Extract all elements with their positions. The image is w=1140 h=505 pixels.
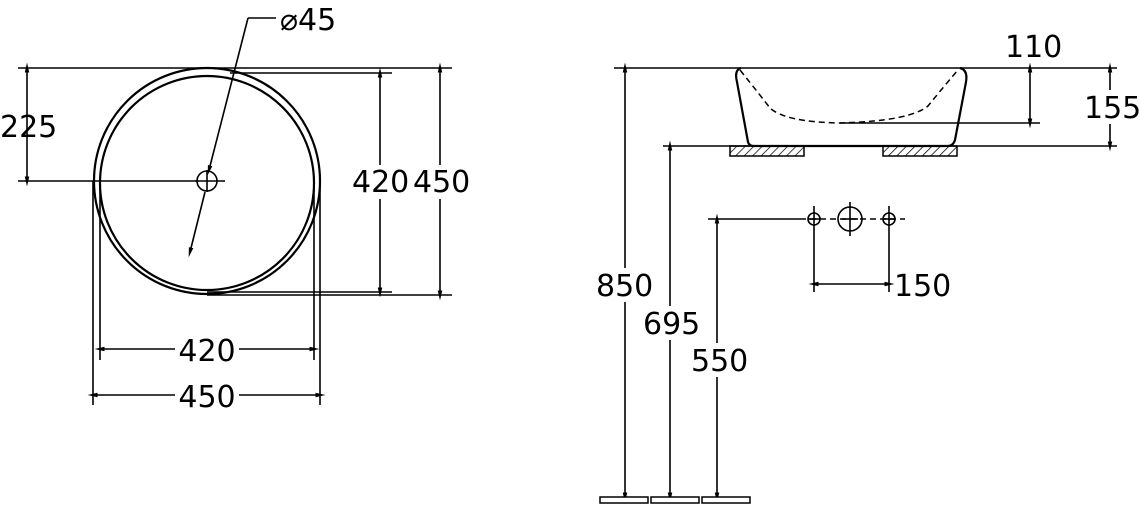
side-view: 110 155 850 695 550 150 — [596, 30, 1140, 504]
dim-counter-height: 695 — [643, 307, 700, 342]
dim-outer-width: 450 — [178, 380, 235, 415]
counter-support-right — [882, 145, 958, 157]
dim-bowl-depth: 110 — [1005, 30, 1062, 65]
dim-tap-spacing: 150 — [894, 269, 951, 304]
dim-total-height: 850 — [596, 269, 653, 304]
drain-icon — [195, 170, 225, 192]
dim-tap-height: 550 — [691, 344, 748, 379]
floor — [599, 496, 751, 504]
basin-profile — [735, 66, 968, 148]
dim-outer-height: 450 — [413, 165, 470, 200]
dim-inner-width: 420 — [178, 334, 235, 369]
dim-basin-height: 155 — [1084, 91, 1140, 126]
tap-holes-icon — [800, 202, 905, 236]
dim-inner-height: 420 — [352, 165, 409, 200]
counter-support-left — [729, 145, 805, 157]
top-view: 225 420 450 420 450 ⌀45 — [0, 3, 473, 415]
drain-diameter-label: ⌀45 — [280, 3, 336, 38]
dim-center-offset: 225 — [0, 110, 57, 145]
basin-inner-profile — [739, 69, 959, 124]
